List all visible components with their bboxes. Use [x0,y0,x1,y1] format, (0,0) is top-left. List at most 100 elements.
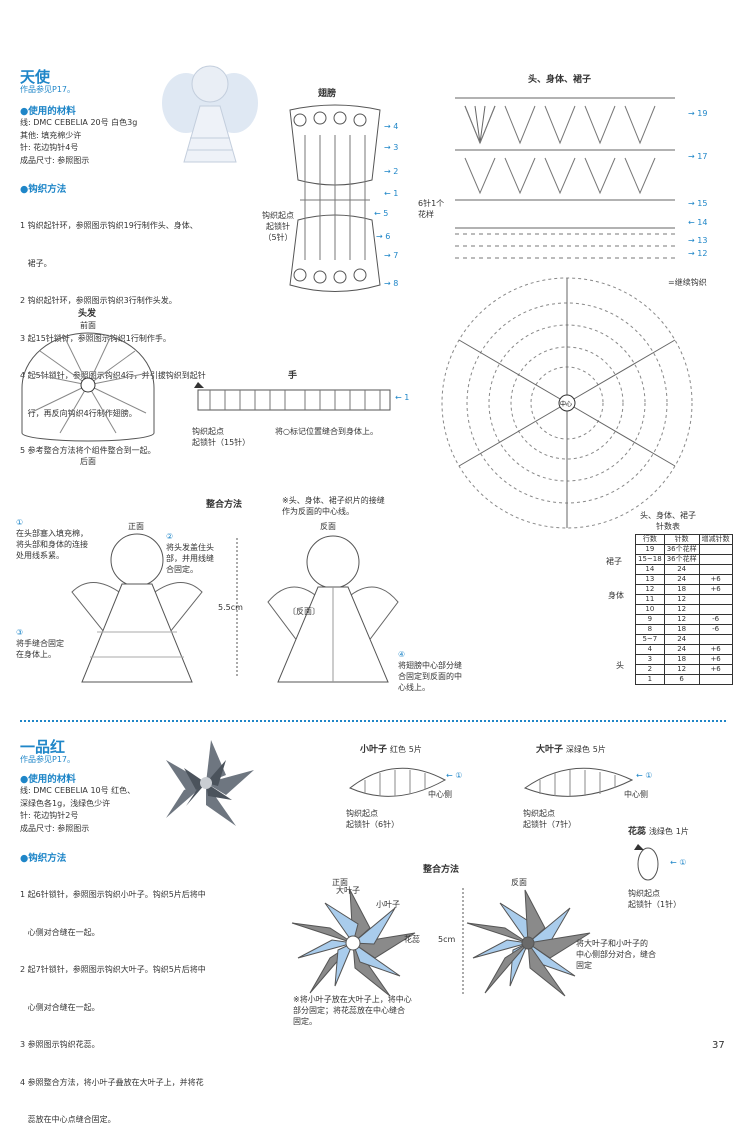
small-leaf-chart [349,767,447,797]
body-row-12: → 12 [688,249,708,258]
wings-start-line: 钩织起点 [262,211,294,220]
wing-row-1: ← 1 [384,189,399,198]
table-cell: 11 [635,594,665,605]
note-2-line: 部，并用线缝 [166,554,214,563]
body-title: 头、身体、裙子 [528,75,592,85]
wing-row-6: → 6 [376,232,391,241]
table-cell: 12 [663,664,700,675]
table-cell: -6 [698,624,733,635]
group-body: 身体 [608,591,624,600]
table-cell: 18 [663,654,700,665]
six-stitch-line: 花样 [418,210,434,219]
large-leaf-header: 大叶子 深绿色 5片 [536,742,606,755]
note-1: ① 在头部塞入填充棉， 将头部和身体的连接 处用线系紧。 [16,518,88,560]
note-line: 中心侧部分对合，缝合 [576,950,656,959]
material-line: 深绿色各1g，浅绿色少许 [20,798,111,808]
table-cell: 6 [663,674,700,685]
reverse-label: 〔反面〕 [288,607,320,616]
start-line: 起锁针（7针） [523,820,577,829]
poinsettia-front-label: 正面 [332,878,348,887]
body-chart-top [455,97,675,259]
large-leaf-chart [523,767,634,797]
start-line: 钩织起点 [523,809,555,818]
six-stitch-line: 6针1个 [418,199,445,208]
table-cell: 14 [635,564,665,575]
table-cell: +6 [698,664,733,675]
table-cell: +6 [698,574,733,585]
table-cell: 1 [635,674,665,685]
poinsettia-back-label: 反面 [511,878,527,887]
table-cell: 36个花样 [663,544,700,555]
poinsettia-photo [166,740,254,826]
hand-start: 钩织起点 起锁针（15针） [192,426,250,448]
count-table-caption: 头、身体、裙子 针数表 [640,510,696,532]
table-cell: 8 [635,624,665,635]
step-line: 5 参考整合方法将个组件整合到一起。 [20,446,156,455]
large-leaf-color: 深绿色 [565,745,590,754]
start-line: 起锁针（6针） [346,820,400,829]
note-3: ③ 将手缝合固定 在身体上。 [16,628,64,659]
note-4: ④ 将翅膀中心部分缝 合固定到反面的中 心线上。 [398,650,462,692]
angel-front-label: 正面 [128,522,144,531]
table-cell: 12 [663,614,700,625]
wing-row-2: → 2 [384,167,399,176]
wing-row-8: → 8 [384,279,399,288]
table-cell: +6 [698,654,733,665]
poinsettia-title: 一品红 [20,738,66,756]
hair-title: 头发 [78,309,97,319]
angel-front-drawing [71,533,203,683]
angel-steps: 1 钩织起针环，参照图示钩织19行制作头、身体、 裙子。 2 钩织起针环，参照图… [20,195,206,470]
note-2-line: 合固定。 [166,565,198,574]
step-line: 4 参照整合方法，将小叶子叠放在大叶子上，并将花 [20,1077,204,1087]
material-line: 针: 花边钩针4号 [20,143,79,152]
poinsettia-assembly-title: 整合方法 [423,865,460,875]
poinsettia-method-head: ●钩织方法 [20,853,67,864]
table-cell: 24 [663,644,700,655]
note-1-line: 将头部和身体的连接 [16,540,88,549]
table-cell: 24 [663,574,700,585]
large-leaf-center: 中心侧 [624,790,648,799]
step-line: 3 参照图示钩织花蕊。 [20,1040,100,1049]
svg-text:中心: 中心 [560,400,572,408]
table-cell: 36个花样 [663,554,700,565]
angel-size: 5.5cm [218,603,243,612]
assembly-note-line: ※头、身体、裙子织片的接缝 [282,496,385,505]
table-cell: 18 [663,584,700,595]
table-cell: 10 [635,604,665,615]
note-line: 部分固定；将花蕊放在中心缝合 [293,1006,405,1015]
table-cell: 2 [635,664,665,675]
poinsettia-note-right: 将大叶子和小叶子的 中心侧部分对合，缝合 固定 [576,938,656,971]
note-4-line: 将翅膀中心部分缝 [398,661,462,670]
angel-method-head: ●钩织方法 [20,184,67,195]
small-leaf-center: 中心侧 [428,790,452,799]
table-cell: 24 [663,634,700,645]
small-leaf-count: 5片 [408,745,422,754]
hand-row-1: ← 1 [395,393,410,402]
table-cell: 12 [663,594,700,605]
table-cell [698,604,733,615]
small-leaf-header: 小叶子 红色 5片 [360,742,422,755]
poinsettia-size-line [462,888,464,996]
angel-assembly-note: ※头、身体、裙子织片的接缝 作为反面的中心线。 [282,495,385,517]
step-line: 1 起6针锁针，参照图示钩织小叶子。钩织5片后将中 [20,890,206,899]
note-line: ※将小叶子放在大叶子上，将中心 [293,995,412,1004]
hand-title: 手 [288,371,298,381]
large-leaf-count: 5片 [592,745,606,754]
table-cell: +6 [698,644,733,655]
poinsettia-steps: 1 起6针锁针，参照图示钩织小叶子。钩织5片后将中 心侧对合缝在一起。 2 起7… [20,864,206,1139]
note-1-line: 在头部塞入填充棉， [16,529,88,538]
table-cell: 12 [663,604,700,615]
stamen-row: ← ① [670,858,687,867]
section-divider [20,720,726,722]
table-cell [698,634,733,645]
hand-start-line: 起锁针（15针） [192,438,251,447]
step-line: 4 起5针锁针，参照图示钩织4行，并引拔钩织到起针 [20,371,206,380]
step-line: 心侧对合缝在一起。 [20,927,100,937]
